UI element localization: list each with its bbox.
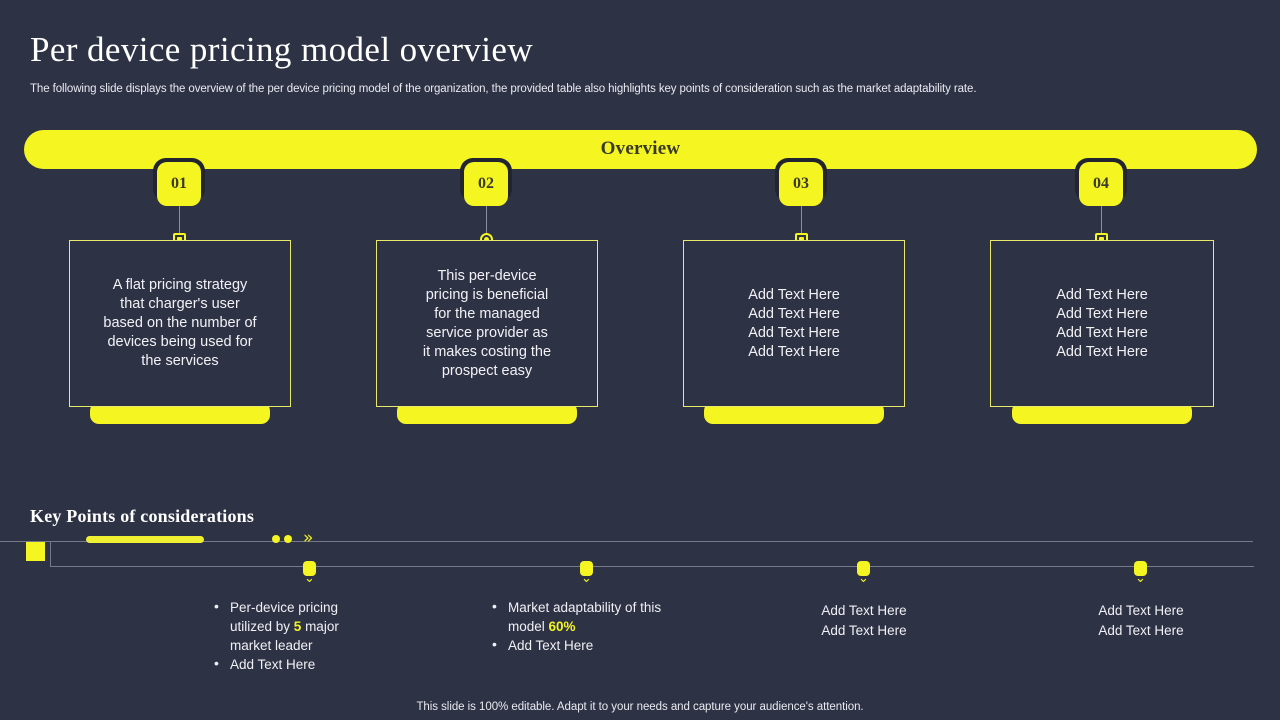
card-footer-bar-4 [1012, 402, 1192, 424]
page-subtitle: The following slide displays the overvie… [30, 83, 977, 95]
key-points-group-2: Market adaptability of this model 60% Add… [490, 597, 665, 655]
step-badge-number: 03 [779, 162, 823, 206]
card-footer-bar-2 [397, 402, 577, 424]
overview-column-3: 03 Add Text Here Add Text Here Add Text … [634, 0, 954, 720]
list-item: Add Text Here [212, 654, 372, 674]
overview-card-text-2: This per-device pricing is beneficial fo… [422, 267, 552, 379]
overview-card-2[interactable]: This per-device pricing is beneficial fo… [376, 240, 598, 407]
step-badge-number: 04 [1079, 162, 1123, 206]
step-badge-1[interactable]: 01 [153, 158, 205, 206]
timeline-pin-icon [857, 561, 870, 576]
step-badge-3[interactable]: 03 [775, 158, 827, 206]
double-chevron-right-icon: » [303, 528, 314, 548]
overview-column-4: 04 Add Text Here Add Text Here Add Text … [941, 0, 1261, 720]
chevron-down-icon: ⌄ [581, 571, 592, 586]
decorative-dot-2 [284, 535, 292, 543]
overview-column-1: 01 A flat pricing strategy that charger'… [20, 0, 340, 720]
overview-card-1[interactable]: A flat pricing strategy that charger's u… [69, 240, 291, 407]
list-item: Add Text Here [490, 635, 665, 655]
footer-note: This slide is 100% editable. Adapt it to… [416, 701, 864, 713]
card-footer-bar-3 [704, 402, 884, 424]
list-item: Per-device pricing utilized by 5 major m… [212, 597, 372, 655]
list-item-text: Per-device pricing utilized by [230, 600, 339, 634]
divider-line-bottom [50, 566, 1254, 567]
list-item: Add Text Here [1061, 621, 1221, 641]
list-item-text: Add Text Here [821, 622, 907, 638]
overview-card-4[interactable]: Add Text Here Add Text Here Add Text Her… [990, 240, 1214, 407]
list-item-text: Add Text Here [821, 603, 907, 618]
list-item-text: Add Text Here [1098, 603, 1184, 618]
timeline-marker-1: ⌄ [303, 561, 316, 585]
chevron-down-icon: ⌄ [858, 571, 869, 586]
key-points-heading: Key Points of considerations [30, 506, 255, 526]
list-item-text: Add Text Here [1098, 622, 1184, 638]
highlighted-value: 5 [293, 619, 302, 634]
list-item-text: Add Text Here [230, 657, 316, 672]
decorative-dot-1 [272, 535, 280, 543]
step-badge-2[interactable]: 02 [460, 158, 512, 206]
page-title: Per device pricing model overview [30, 30, 534, 69]
key-points-list-1: Per-device pricing utilized by 5 major m… [212, 597, 372, 674]
list-item: Add Text Here [784, 621, 944, 641]
list-item: Add Text Here [1061, 601, 1221, 621]
connector-line-1 [179, 206, 180, 240]
step-badge-number: 01 [157, 162, 201, 206]
key-points-list-2: Market adaptability of this model 60% Add… [490, 597, 665, 655]
timeline-marker-4: ⌄ [1134, 561, 1147, 585]
overview-card-3[interactable]: Add Text Here Add Text Here Add Text Her… [683, 240, 905, 407]
card-footer-bar-1 [90, 402, 270, 424]
overview-card-text-1: A flat pricing strategy that charger's u… [103, 277, 257, 369]
highlighted-value: 60% [548, 619, 576, 634]
key-points-group-1: Per-device pricing utilized by 5 major m… [212, 597, 372, 674]
list-item: Market adaptability of this model 60% [490, 597, 665, 636]
divider-line-vertical [50, 541, 51, 566]
connector-line-4 [1101, 206, 1102, 240]
connector-line-3 [801, 206, 802, 240]
divider-line-top [0, 541, 1253, 542]
overview-column-2: 02 This per-device pricing is beneficial… [327, 0, 647, 720]
step-badge-4[interactable]: 04 [1075, 158, 1127, 206]
decorative-bar [86, 536, 204, 543]
overview-banner: Overview [24, 130, 1257, 169]
timeline-pin-icon [580, 561, 593, 576]
list-item-text: Market adaptability of this model [508, 600, 662, 634]
connector-line-2 [486, 206, 487, 240]
step-badge-number: 02 [464, 162, 508, 206]
timeline-pin-icon [1134, 561, 1147, 576]
list-item-text: Add Text Here [508, 638, 594, 653]
overview-card-text-3: Add Text Here Add Text Here Add Text Her… [748, 286, 840, 360]
timeline-marker-2: ⌄ [580, 561, 593, 585]
overview-banner-label: Overview [600, 138, 681, 159]
chevron-down-icon: ⌄ [304, 571, 315, 586]
decorative-square [26, 542, 45, 561]
overview-card-text-4: Add Text Here Add Text Here Add Text Her… [1056, 286, 1148, 360]
chevron-down-icon: ⌄ [1135, 571, 1146, 586]
timeline-marker-3: ⌄ [857, 561, 870, 585]
list-item: Add Text Here [784, 601, 944, 621]
list-item-text-suffix: major market leader [230, 619, 339, 653]
timeline-pin-icon [303, 561, 316, 576]
